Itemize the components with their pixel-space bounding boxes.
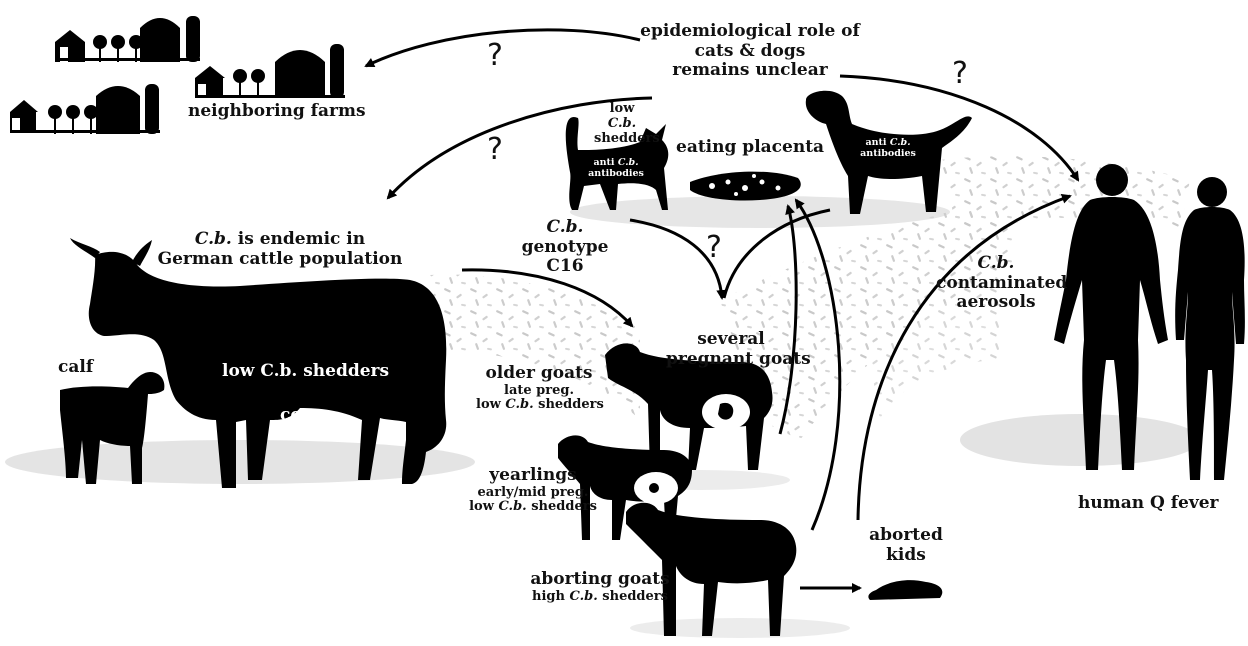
epidemiological-role-label: epidemiological role of cats & dogs rema… (630, 22, 870, 81)
several-pregnant-goats-label: several pregnant goats (666, 330, 796, 369)
older-goats-label: older goats late preg. low C.b. shedders (476, 364, 602, 413)
yearlings-label: yearlings early/mid preg. low C.b. shedd… (468, 466, 598, 515)
question-mark-goats: ? (706, 230, 722, 265)
aborted-kids-label: aborted kids (866, 526, 946, 565)
arrow-to-neighboring-farms (366, 30, 640, 66)
aborted-kid-silhouette (868, 580, 942, 600)
question-mark-humans: ? (952, 56, 968, 91)
cow-label: cow (280, 406, 316, 426)
cat-dog-shadow (570, 196, 950, 228)
question-mark-farms: ? (487, 38, 503, 73)
placenta (690, 172, 801, 201)
contaminated-aerosols-label: C.b. contaminated aerosols (936, 254, 1056, 313)
cat-shedders-label: low C.b. shedders (594, 102, 650, 147)
human-q-fever-label: human Q fever (1078, 494, 1219, 514)
aborting-goats-label: aborting goats high C.b. shedders (530, 570, 670, 604)
goat-shadow-2 (630, 618, 850, 638)
eating-placenta-label: eating placenta (676, 138, 824, 158)
neighboring-farms-label: neighboring farms (188, 102, 366, 122)
question-mark-cattle: ? (487, 132, 503, 167)
dog-antibodies-label: anti C.b. antibodies (856, 138, 920, 160)
human-shadow (960, 414, 1200, 466)
endemic-label: C.b. is endemic in German cattle populat… (150, 230, 410, 269)
cat-antibodies-label: anti C.b. antibodies (584, 158, 648, 180)
genotype-label: C.b. genotype C16 (510, 218, 620, 277)
cow-shedders-label: low C.b. shedders (222, 362, 389, 382)
calf-label: calf (58, 358, 93, 378)
